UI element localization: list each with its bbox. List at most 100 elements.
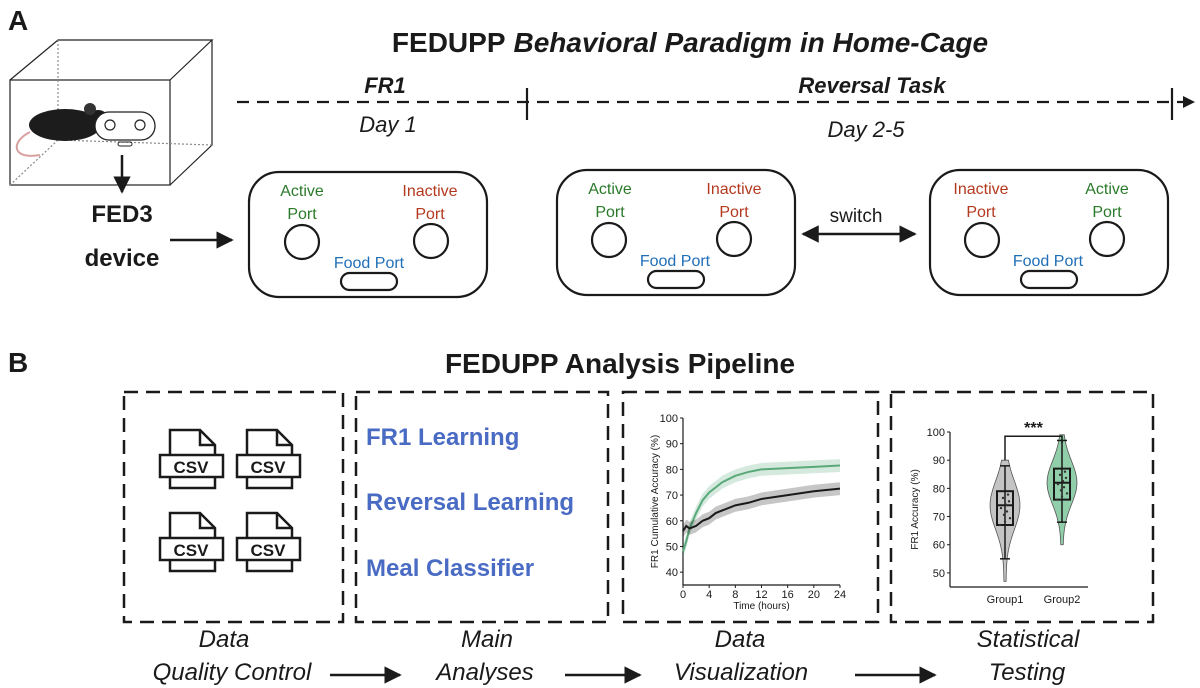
step-2-line1: Main	[461, 626, 513, 653]
step-2-line2: Analyses	[434, 659, 533, 686]
food-port-label: Food Port	[1013, 253, 1084, 270]
data-point	[1001, 496, 1005, 500]
food-port-slot	[646, 269, 706, 290]
mouse-icon	[15, 103, 108, 157]
step-3-line2: Visualization	[674, 659, 808, 686]
y-tick-label: 70	[666, 490, 678, 502]
inactive-port-circle	[412, 222, 450, 260]
category-label-Group1: Group1	[987, 594, 1024, 606]
csv-file-icon: CSV	[235, 511, 302, 573]
csv-file-icon: CSV	[158, 511, 225, 573]
panel-a-label: A	[8, 5, 28, 36]
data-point	[1059, 489, 1063, 492]
analysis-reversal-learning: Reversal Learning	[366, 489, 574, 516]
panel-a-title-italic: Behavioral Paradigm in Home-Cage	[514, 27, 989, 58]
data-point	[1063, 470, 1067, 473]
home-cage-icon	[9, 39, 214, 186]
data-point	[1005, 510, 1009, 513]
data-point	[1007, 500, 1011, 503]
y-tick-label: 90	[933, 455, 945, 467]
x-tick-label: 8	[732, 589, 738, 601]
csv-file-icon: CSV	[158, 428, 225, 490]
device-label: device	[85, 245, 160, 272]
series-green-band	[683, 459, 840, 559]
inactive-port-circle	[963, 221, 1001, 259]
inactive-port-label-2: Port	[966, 204, 996, 221]
active-port-circle	[283, 223, 321, 261]
inactive-port-label: Inactive	[706, 181, 761, 198]
active-port-label: Active	[588, 181, 632, 198]
series-black-band	[683, 482, 840, 538]
data-point	[1065, 492, 1069, 495]
food-port-slot	[1019, 269, 1079, 290]
x-tick-label: 16	[782, 589, 794, 601]
data-point	[1002, 513, 1006, 517]
data-point	[1058, 473, 1062, 477]
inactive-port-label-2: Port	[719, 204, 749, 221]
reversal-phase-label: Reversal Task	[798, 73, 947, 98]
x-axis-label: Time (hours)	[733, 601, 789, 612]
reversal-device-diagram-2: Inactive Port Active Port Food Port	[928, 168, 1170, 297]
y-tick-label: 50	[666, 541, 678, 553]
food-port-slot	[339, 271, 399, 292]
data-point	[1061, 479, 1065, 483]
y-tick-label: 100	[927, 427, 945, 439]
y-tick-label: 50	[933, 568, 945, 580]
quality-control-box	[122, 390, 345, 624]
x-tick-label: 24	[834, 589, 846, 601]
csv-label: CSV	[251, 541, 287, 560]
csv-label: CSV	[174, 458, 210, 477]
panel-b-label: B	[8, 347, 28, 378]
fr1-day-label: Day 1	[359, 112, 416, 137]
data-point	[999, 506, 1003, 510]
y-tick-label: 80	[666, 464, 678, 476]
active-port-label: Active	[1085, 181, 1129, 198]
reversal-device-diagram-1: Active Port Inactive Port Food Port	[555, 168, 797, 297]
data-point	[1004, 503, 1008, 506]
active-port-label-2: Port	[287, 206, 317, 223]
active-port-label: Active	[280, 183, 324, 200]
data-point	[1055, 498, 1059, 501]
main-analyses-box	[354, 390, 610, 624]
significance-label: ***	[1024, 420, 1043, 437]
csv-file-icon: CSV	[235, 428, 302, 490]
series-green-line	[682, 464, 841, 552]
data-point	[1003, 520, 1007, 523]
x-tick-label: 20	[808, 589, 820, 601]
category-label-Group2: Group2	[1044, 594, 1081, 606]
y-tick-label: 60	[666, 516, 678, 528]
data-point	[998, 523, 1002, 527]
inactive-port-label: Inactive	[953, 181, 1008, 198]
data-point	[1056, 482, 1060, 486]
active-port-circle	[590, 221, 628, 259]
step-4-line2: Testing	[989, 659, 1066, 686]
csv-label: CSV	[174, 541, 210, 560]
y-tick-label: 90	[666, 439, 678, 451]
significance-bracket	[1004, 435, 1063, 461]
data-point	[1006, 493, 1010, 496]
y-axis-label: FR1 Cumulative Accuracy (%)	[650, 435, 661, 568]
series-black-line	[682, 487, 841, 532]
panel-b-title: FEDUPP Analysis Pipeline	[445, 348, 795, 379]
fed3-label: FED3	[91, 201, 152, 228]
panel-a-title: FEDUPP Behavioral Paradigm in Home-Cage	[392, 27, 988, 58]
x-tick-label: 12	[755, 589, 767, 601]
step-1-line1: Data	[199, 626, 250, 653]
switch-label: switch	[830, 206, 883, 227]
timeline	[237, 88, 1195, 120]
inactive-port-circle	[715, 220, 753, 258]
csv-icon-group: CSV CSV CSV CSV	[158, 428, 302, 573]
y-tick-label: 60	[933, 540, 945, 552]
x-tick-label: 4	[706, 589, 712, 601]
panel-a-title-bold: FEDUPP	[392, 27, 506, 58]
inactive-port-label-2: Port	[415, 206, 445, 223]
data-point	[1062, 486, 1066, 489]
y-tick-label: 70	[933, 512, 945, 524]
data-point	[1008, 517, 1012, 520]
fr1-device-diagram: Active Port Inactive Port Food Port	[247, 170, 489, 299]
x-tick-label: 0	[680, 589, 686, 601]
active-port-circle	[1088, 220, 1126, 258]
